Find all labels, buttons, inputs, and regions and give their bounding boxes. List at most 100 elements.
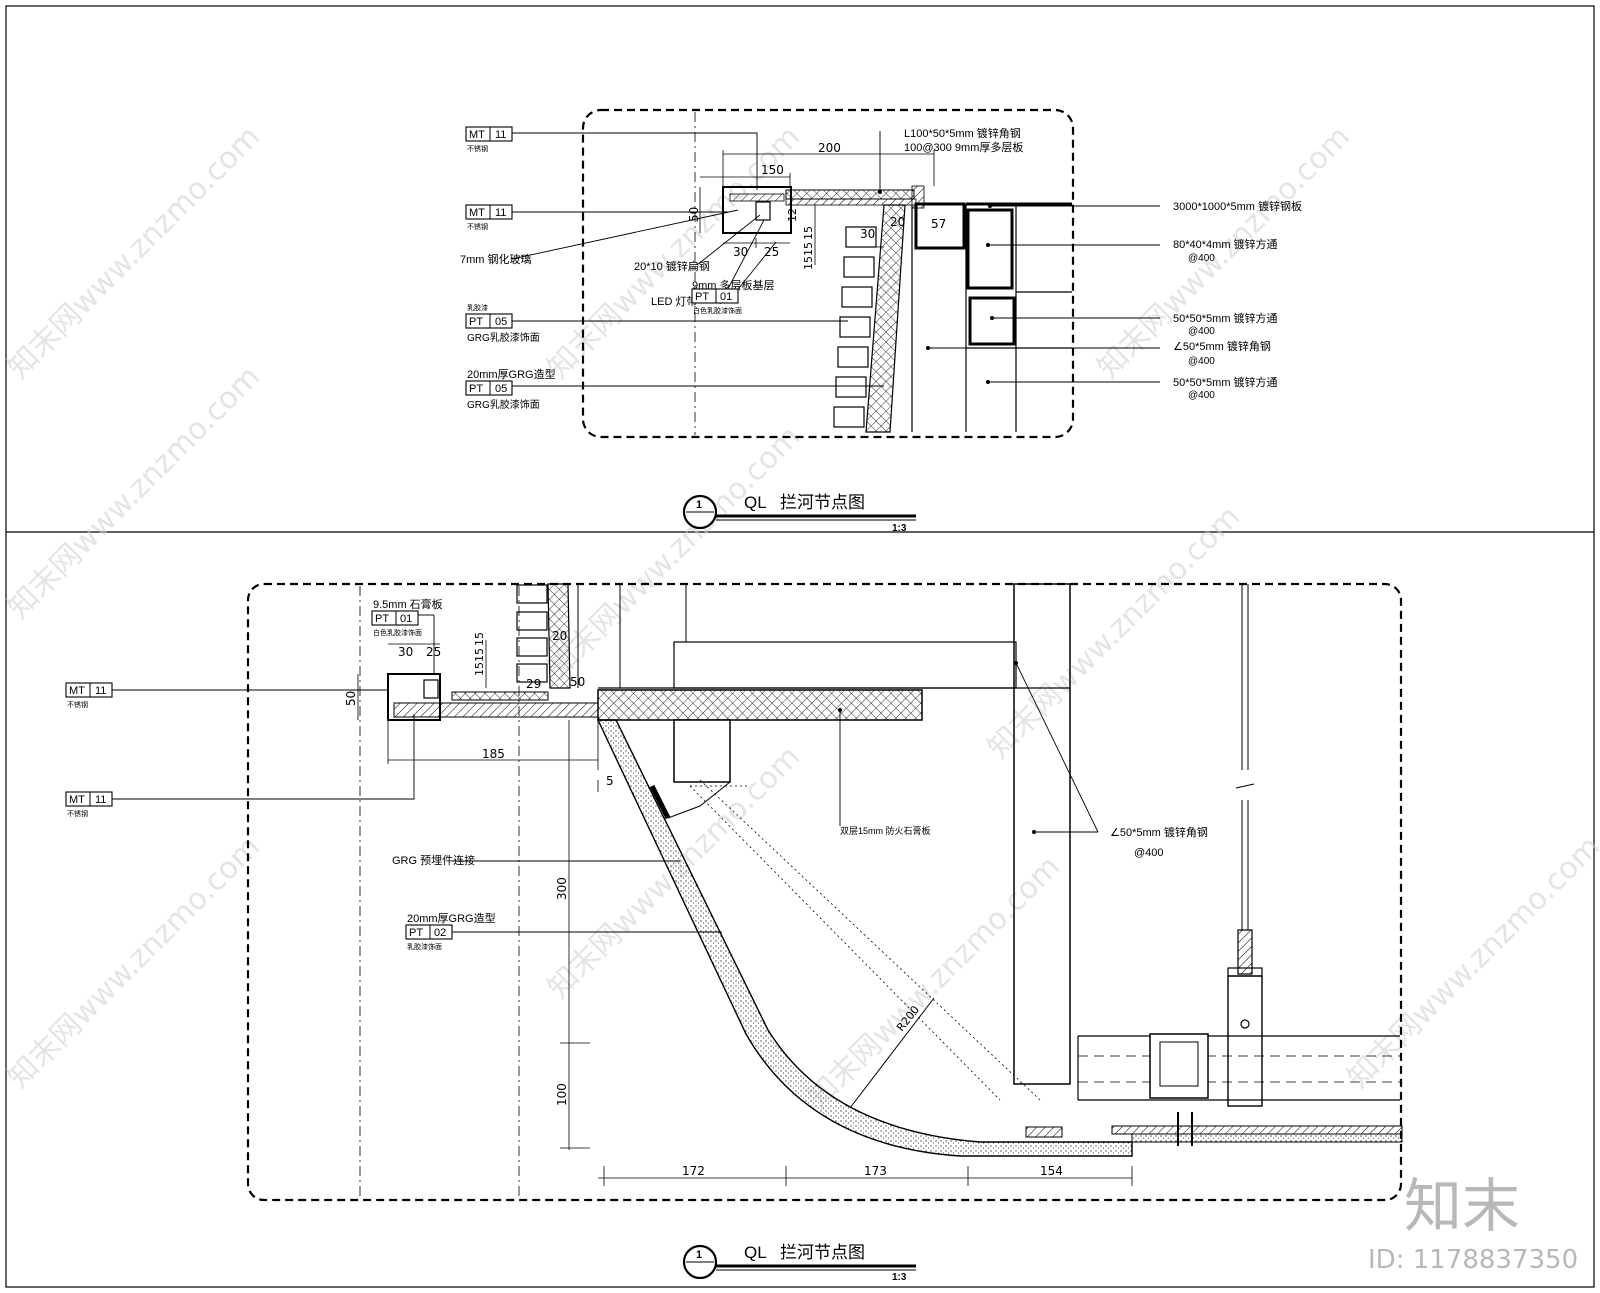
dim-label: 30 <box>860 227 875 241</box>
watermark-text: 知末网www.znzmo.com <box>801 849 1067 1115</box>
title-code: QL <box>744 493 767 512</box>
leader-dot <box>988 204 992 208</box>
dimension-lines <box>699 150 935 265</box>
column-head <box>673 641 1017 689</box>
leader-lines <box>879 131 1160 383</box>
material-tag: MT 11 不锈钢 <box>65 791 113 818</box>
title-scale: 1:3 <box>892 523 907 534</box>
material-tag: MT 11 不锈钢 <box>465 204 513 231</box>
dim-label: 12 <box>786 208 799 222</box>
label-led: LED 灯带 <box>651 295 697 308</box>
dim-label: 100 <box>555 1083 569 1106</box>
label-at400: @400 <box>1188 326 1215 337</box>
guide-lines <box>689 779 1041 1101</box>
tag-note: 不锈钢 <box>67 809 88 818</box>
watermark-text: 知末网www.znzmo.com <box>1341 829 1600 1095</box>
tag-number: 11 <box>95 685 106 697</box>
tag-code: MT <box>469 129 485 141</box>
radius-line <box>849 997 935 1109</box>
tag-note: 乳胶漆饰面 <box>407 942 442 951</box>
tube-50x50 <box>968 296 1016 346</box>
dim-label: 200 <box>818 141 841 155</box>
label-7mm: 7mm 钢化玻璃 <box>460 252 532 266</box>
steel-flat-bar <box>785 189 915 200</box>
grg-curved-soffit <box>596 719 1133 1157</box>
support-bracket <box>667 781 731 819</box>
dim-label: 50 <box>687 207 701 222</box>
leader-dot <box>986 243 990 247</box>
dim-label: 20 <box>552 629 567 643</box>
hanger-rod <box>1227 584 1263 1107</box>
dim-label: 15 <box>802 256 815 270</box>
tag-code: PT <box>409 927 423 939</box>
label-l100: L100*50*5mm 镀锌角钢 <box>904 126 1021 140</box>
grg-upper-wall <box>547 583 571 689</box>
label-at400: @400 <box>1188 356 1215 367</box>
sheet-border <box>5 5 1595 1288</box>
detail-bottom: R200 <box>65 582 1403 1283</box>
watermark-text: 知末网www.znzmo.com <box>1 119 267 385</box>
tag-note: GRG乳胶漆饰面 <box>467 398 540 411</box>
top-plate <box>785 198 917 206</box>
tag-number: 11 <box>495 207 506 219</box>
watermark-text: 知末网www.znzmo.com <box>981 499 1247 765</box>
led-strip <box>423 679 439 699</box>
tag-note: GRG乳胶漆饰面 <box>467 331 540 344</box>
leader-dot <box>1014 661 1018 665</box>
label-grg: GRG 预埋件连接 <box>392 854 475 867</box>
floor-slab <box>597 689 923 721</box>
material-tag: MT 11 不锈钢 <box>465 126 513 153</box>
detail-top-boundary <box>581 108 1075 439</box>
dim-label: 15 <box>802 226 815 240</box>
detail-bottom-boundary <box>246 582 1403 1202</box>
drawing-title: 1 QL 拦河节点图 1:3 <box>682 493 916 534</box>
leader-lines <box>112 615 1099 933</box>
callout-number: 1 <box>696 499 702 511</box>
grg-panel <box>649 784 671 820</box>
dim-label: 173 <box>864 1164 887 1178</box>
title-text: 拦河节点图 <box>780 1243 865 1262</box>
slab-edge <box>393 702 599 718</box>
tag-number: 05 <box>495 316 507 328</box>
label-board15: 双层15mm 防火石膏板 <box>840 825 931 836</box>
brand-id: ID: 1178837350 <box>1368 1245 1578 1275</box>
tag-code: MT <box>69 685 85 697</box>
column-base <box>1025 1126 1063 1138</box>
tag-code: MT <box>69 794 85 806</box>
tag-note: 不锈钢 <box>67 700 88 709</box>
steel-column <box>1013 583 1071 1085</box>
title-code: QL <box>744 1243 767 1262</box>
dim-label: 154 <box>1040 1164 1063 1178</box>
title-text: 拦河节点图 <box>780 493 865 512</box>
leader-lines <box>511 132 884 387</box>
label-plate3000: 3000*1000*5mm 镀锌钢板 <box>1173 199 1302 213</box>
grg-curved-wall <box>865 204 906 433</box>
dim-label: 15 <box>473 632 486 646</box>
tag-above: 20mm厚GRG造型 <box>407 911 496 925</box>
tag-number: 11 <box>495 129 506 141</box>
tag-above: 9.5mm 石膏板 <box>373 597 443 611</box>
top-plate <box>451 691 549 701</box>
tag-note: 不锈钢 <box>467 144 488 153</box>
label-tube50: 50*50*5mm 镀锌方通 <box>1173 311 1278 325</box>
label-at400: @400 <box>1134 847 1164 859</box>
dim-label: 150 <box>761 163 784 177</box>
dim-label: 15 <box>473 662 486 676</box>
dim-label: 185 <box>482 747 505 761</box>
label-at400: @400 <box>1188 390 1215 401</box>
dim-label: 57 <box>931 217 946 231</box>
callout-number: 1 <box>696 1249 702 1261</box>
material-tag: 乳胶漆 PT 05 GRG乳胶漆饰面 <box>465 303 540 344</box>
tag-code: PT <box>469 316 483 328</box>
dim-label: 300 <box>555 877 569 900</box>
brand-mark: 知末 <box>1404 1172 1520 1240</box>
dim-label: 30 <box>398 645 413 659</box>
ceiling-system <box>1077 1033 1403 1146</box>
beam-block <box>673 719 731 783</box>
dim-label: 25 <box>764 245 779 259</box>
leader-dot <box>926 346 930 350</box>
label-at400: @400 <box>1188 253 1215 264</box>
material-tag: 20mm厚GRG造型 PT 05 GRG乳胶漆饰面 <box>465 367 556 411</box>
label-angle50: ∠50*5mm 镀锌角钢 <box>1110 825 1208 839</box>
